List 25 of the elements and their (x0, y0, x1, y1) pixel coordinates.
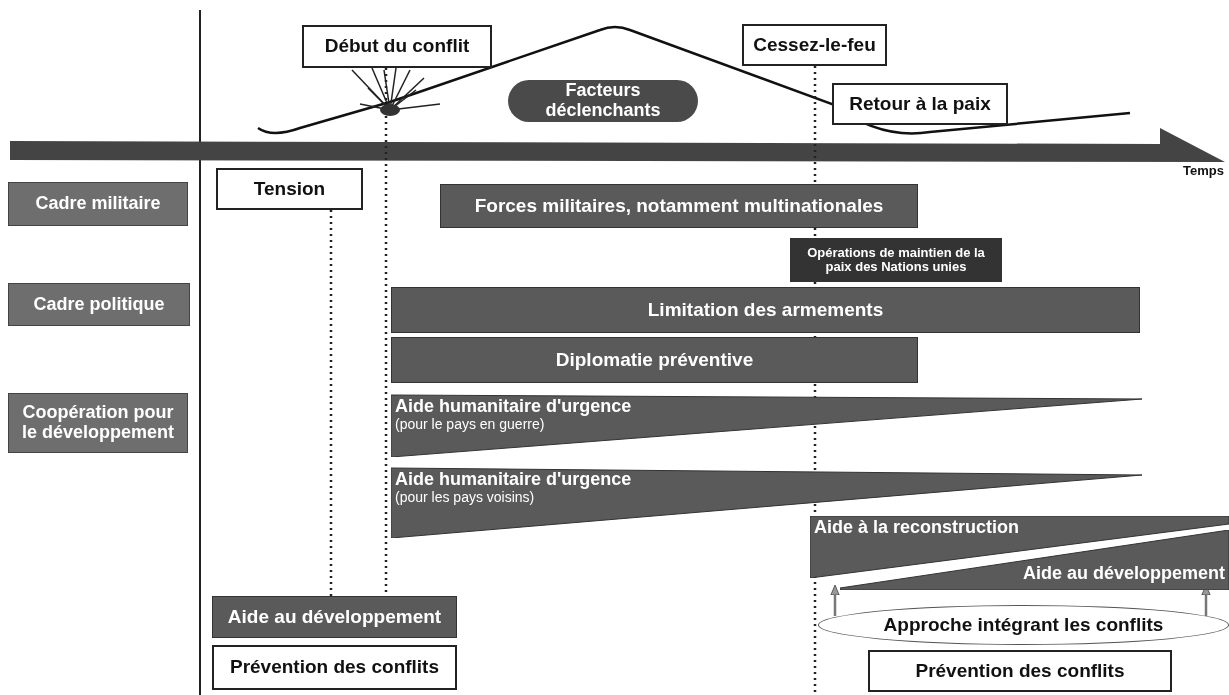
bar-label: Aide au développement (1022, 564, 1225, 584)
axis-label: Temps (1183, 163, 1224, 178)
bar-label: Aide humanitaire d'urgence (395, 470, 633, 490)
prevention-box: Prévention des conflits (212, 645, 457, 690)
bar-sublabel: (pour le pays en guerre) (395, 416, 546, 433)
approach-ellipse: Approche intégrant les conflits (818, 605, 1229, 645)
bar-label: Aide humanitaire d'urgence (395, 397, 633, 417)
bar-sublabel: (pour les pays voisins) (395, 489, 536, 506)
activity-bar: Diplomatie préventive (391, 337, 918, 383)
trigger-pill: Facteurs déclenchants (508, 80, 698, 122)
bar-label: Aide à la reconstruction (814, 518, 1021, 538)
activity-bar: Limitation des armements (391, 287, 1140, 333)
category-label: Cadre militaire (8, 182, 188, 226)
event-box: Cessez-le-feu (742, 24, 887, 66)
event-box: Retour à la paix (832, 83, 1008, 125)
phase-box: Tension (216, 168, 363, 210)
category-label: Coopération pour le développement (8, 393, 188, 453)
event-box: Début du conflit (302, 25, 492, 68)
operation-box: Opérations de maintien de la paix des Nations unies (790, 238, 1002, 282)
category-label: Cadre politique (8, 283, 190, 326)
arrow (830, 584, 840, 616)
dotted-line (329, 210, 333, 596)
activity-bar: Forces militaires, notamment multinationales (440, 184, 918, 228)
prevention-box: Prévention des conflits (868, 650, 1172, 692)
activity-bar: Aide au développement (212, 596, 457, 638)
